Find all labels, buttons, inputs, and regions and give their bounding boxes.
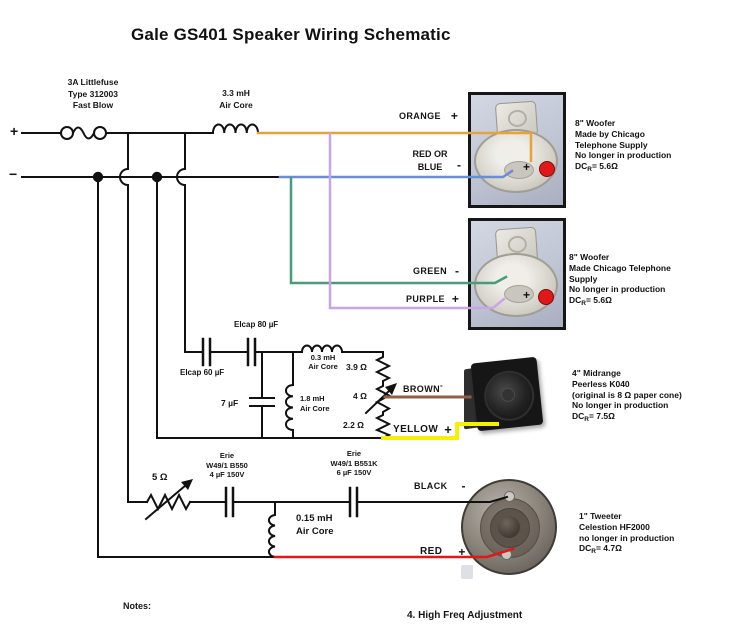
capacitor-erie2-icon bbox=[348, 486, 359, 518]
wire-purple bbox=[328, 132, 506, 310]
tweeter-surround bbox=[480, 498, 540, 558]
woofer2-basket bbox=[474, 253, 558, 317]
woofer2-plus-terminal: + bbox=[523, 288, 531, 302]
tweeter-info: 1" Tweeter Celestion HF2000 no longer in… bbox=[579, 511, 675, 556]
capacitor-7uf-icon bbox=[249, 351, 275, 439]
tweeter-screw-bottom bbox=[501, 549, 512, 560]
wire-red bbox=[273, 547, 515, 559]
inductor-3p3mh-icon bbox=[211, 123, 260, 135]
fuse-cap-right bbox=[93, 126, 107, 140]
tweeter-return-vertical bbox=[97, 176, 276, 558]
woofer2-frame bbox=[504, 285, 534, 303]
capacitor-erie2-label: Erie W49/1 B551K 6 µF 150V bbox=[330, 449, 378, 477]
wire-green bbox=[289, 176, 508, 285]
woofer1-frame bbox=[504, 161, 534, 179]
tweeter-inner-ring bbox=[490, 508, 530, 548]
tweeter-feed-vertical bbox=[119, 132, 148, 503]
wire-label-redblue: RED OR BLUE bbox=[412, 149, 448, 172]
capacitor-erie1-label: Erie W49/1 B550 4 µF 150V bbox=[206, 451, 248, 479]
wire-label-orange: ORANGE+ bbox=[399, 109, 459, 123]
resistor-4ohm-wiper-arrow bbox=[364, 388, 392, 415]
capacitor-7uf-label: 7 µF bbox=[221, 398, 239, 408]
wire-label-redblue-sign: - bbox=[457, 158, 461, 172]
woofer1-info: 8" Woofer Made by Chicago Telephone Supp… bbox=[575, 118, 672, 174]
source-minus-terminal: − bbox=[9, 166, 18, 182]
inductor-0p15mh-label: 0.15 mH Air Core bbox=[296, 513, 334, 537]
wire-orange bbox=[256, 131, 533, 163]
wire-label-black: BLACK- bbox=[414, 479, 466, 493]
note-4-high-freq-adjustment: 4. High Freq Adjustment bbox=[407, 610, 523, 621]
resistor-3p9ohm-label: 3.9 Ω bbox=[346, 362, 367, 372]
woofer1-plus-terminal: + bbox=[523, 160, 531, 174]
fuse-label: 3A Littlefuse Type 312003 Fast Blow bbox=[67, 77, 119, 110]
resistor-5ohm-label: 5 Ω bbox=[152, 472, 168, 483]
schematic-title: Gale GS401 Speaker Wiring Schematic bbox=[131, 25, 451, 44]
capacitor-erie1-icon bbox=[224, 486, 235, 518]
notes-heading: Notes: bbox=[123, 601, 152, 611]
inductor-3p3mh-label: 3.3 mH Air Core bbox=[219, 88, 253, 110]
midrange-feed-vertical bbox=[176, 132, 203, 353]
fuse-cap-left bbox=[60, 126, 74, 140]
resistor-2p2ohm-label: 2.2 Ω bbox=[343, 420, 364, 430]
tweeter-black-lead bbox=[357, 495, 509, 503]
wire-blue bbox=[278, 169, 514, 179]
inductor-0p3mh-label: 0.3 mH Air Core bbox=[308, 353, 338, 371]
midrange-return-vertical bbox=[156, 176, 384, 439]
inductor-1p8mh-label: 1.8 mH Air Core bbox=[300, 394, 330, 413]
inductor-1p8mh-icon bbox=[284, 351, 294, 439]
woofer1-red-terminal-dot bbox=[539, 161, 555, 177]
capacitor-elcap80-label: Elcap 80 µF bbox=[234, 320, 279, 329]
tweeter-image bbox=[460, 478, 557, 575]
capacitor-elcap60-label: Elcap 60 µF bbox=[180, 368, 225, 377]
resistor-4ohm-arrowhead bbox=[385, 383, 397, 395]
fuse-element-icon bbox=[71, 126, 96, 140]
wire-label-purple: PURPLE+ bbox=[406, 292, 460, 306]
capacitor-elcap60-icon bbox=[201, 337, 212, 367]
woofer2-red-terminal-dot bbox=[538, 289, 554, 305]
woofer1-image bbox=[468, 92, 566, 208]
wire-label-red: RED+ bbox=[420, 544, 466, 559]
inductor-0p3mh-icon bbox=[300, 344, 344, 354]
wire-yellow bbox=[381, 422, 499, 440]
resistor-chain-icon bbox=[374, 351, 392, 440]
woofer2-info: 8" Woofer Made Chicago Telephone Supply … bbox=[569, 252, 671, 308]
wire-label-brown: BROWN- bbox=[403, 381, 444, 394]
resistor-4ohm-label: 4 Ω bbox=[353, 391, 367, 401]
wire-label-green: GREEN- bbox=[413, 264, 460, 278]
watermark-artifact bbox=[461, 565, 473, 579]
woofer2-image bbox=[468, 218, 566, 330]
resistor-5ohm-wiper-arrow bbox=[144, 483, 188, 521]
source-plus-terminal: + bbox=[10, 123, 19, 139]
inductor-0p15mh-icon bbox=[267, 501, 277, 559]
midrange-info: 4" Midrange Peerless K040 (original is 8… bbox=[572, 368, 682, 424]
tweeter-dome bbox=[498, 516, 520, 538]
resistor-5ohm-icon bbox=[145, 492, 192, 512]
resistor-5ohm-arrowhead bbox=[181, 479, 193, 490]
tweeter-screw-top bbox=[504, 491, 515, 502]
wire-label-yellow: YELLOW+ bbox=[393, 421, 453, 437]
capacitor-elcap80-icon bbox=[246, 337, 257, 367]
